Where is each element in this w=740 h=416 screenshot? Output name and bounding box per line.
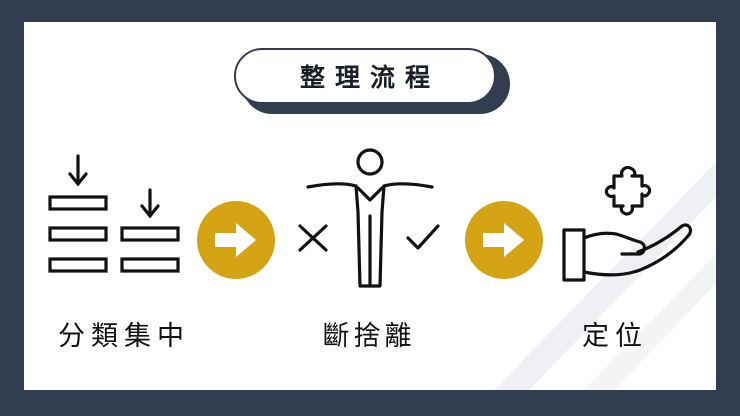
sort-stack-icon bbox=[48, 154, 180, 273]
hand-puzzle-icon bbox=[562, 166, 693, 282]
title-pill: 整理流程 bbox=[234, 48, 496, 104]
step-label-position: 定位 bbox=[582, 321, 648, 352]
process-card: 整理流程 bbox=[24, 22, 716, 390]
person-decide-icon bbox=[298, 148, 440, 288]
arrow-right-circle-icon bbox=[197, 201, 275, 279]
page-title: 整理流程 bbox=[299, 63, 440, 92]
step-label-declutter: 斷捨離 bbox=[322, 321, 416, 352]
step-label-sort: 分類集中 bbox=[58, 321, 190, 352]
arrow-right-circle-icon bbox=[465, 201, 543, 279]
